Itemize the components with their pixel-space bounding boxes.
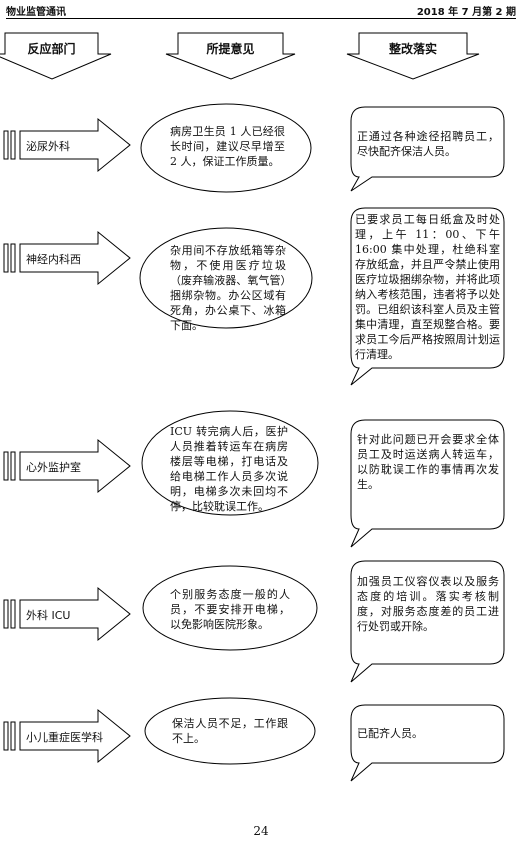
opinion-text: 保洁人员不足，工作跟不上。 <box>172 717 288 745</box>
opinion-bubble-4 <box>142 565 318 651</box>
action-bubble-2 <box>350 207 505 386</box>
opinion-bubble-5 <box>144 697 316 765</box>
column-head-arrow-opinion <box>165 32 296 80</box>
action-bubble-4 <box>350 560 505 683</box>
dept-label: 小儿重症医学科 <box>26 731 103 744</box>
action-text: 已配齐人员。 <box>357 727 423 740</box>
issue-date: 2018 年 7 月第 2 期 <box>416 7 516 18</box>
action-bubble-5 <box>350 704 505 782</box>
publication-title: 物业监管通讯 <box>6 7 66 18</box>
column-head-arrow-dept <box>0 32 112 80</box>
opinion-text: 杂用间不存放纸箱等杂物，不使用医疗垃圾（废弃输液器、氧气管）捆绑杂物。办公区域有… <box>170 244 286 332</box>
opinion-bubble-1 <box>140 103 312 193</box>
action-text: 已要求员工每日纸盒及时处理，上午 11：00、下午 16:00 集中处理，杜绝科… <box>355 213 500 361</box>
dept-label: 外科 ICU <box>26 609 71 622</box>
dept-arrow-1 <box>19 117 131 173</box>
dept-arrow-2 <box>19 230 131 286</box>
action-bubble-1 <box>350 106 505 192</box>
column-head-arrow-action <box>346 32 480 80</box>
action-text: 针对此问题已开会要求全体员工及时运送病人转运车，以防耽误工作的事情再次发生。 <box>357 433 499 491</box>
dept-label: 泌尿外科 <box>26 140 70 153</box>
dept-arrow-3 <box>19 438 131 494</box>
column-header-opinion: 所提意见 <box>206 42 255 56</box>
page-header: 物业监管通讯 2018 年 7 月第 2 期 <box>6 0 516 19</box>
column-header-dept: 反应部门 <box>27 42 76 56</box>
column-header-action: 整改落实 <box>388 42 437 56</box>
opinion-text: 个别服务态度一般的人员，不要安排开电梯，以免影响医院形象。 <box>170 588 290 631</box>
action-text: 加强员工仪容仪表以及服务态度的培训。落实考核制度，对服务态度差的员工进行处罚或开… <box>357 575 499 633</box>
dept-label: 神经内科西 <box>26 253 81 266</box>
action-bubble-3 <box>350 419 505 548</box>
opinion-bubble-3 <box>141 410 319 516</box>
opinion-text: 病房卫生员 1 人已经很长时间，建议尽早增至 2 人，保证工作质量。 <box>170 125 285 168</box>
action-text: 正通过各种途径招聘员工，尽快配齐保洁人员。 <box>357 130 499 158</box>
opinion-bubble-2 <box>139 227 313 329</box>
page-number: 24 <box>253 824 269 838</box>
dept-arrow-4 <box>19 586 131 642</box>
dept-label: 心外监护室 <box>26 461 81 474</box>
dept-arrow-5 <box>19 708 131 764</box>
opinion-text: ICU 转完病人后，医护人员推着转运车在病房楼层等电梯，打电话及给电梯工作人员多… <box>170 425 288 513</box>
